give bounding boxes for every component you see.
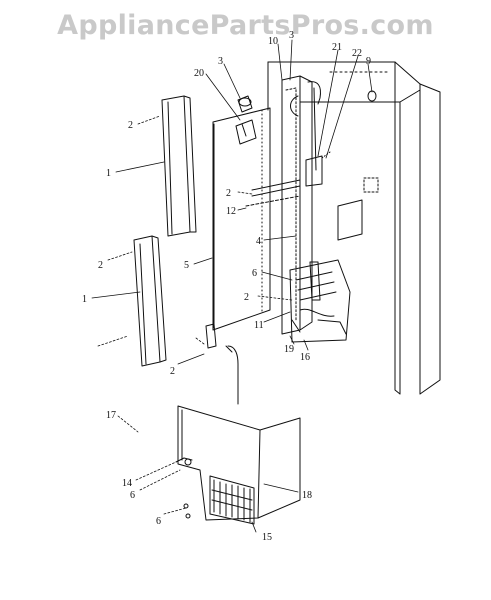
bottom-fasteners — [175, 457, 193, 519]
hook-channel — [305, 81, 323, 187]
callout-1: 1 — [82, 294, 87, 305]
callout-4: 4 — [256, 236, 261, 247]
top-hardware — [235, 90, 377, 159]
callout-11: 11 — [254, 320, 264, 331]
callout-15: 15 — [262, 532, 272, 543]
callout-17: 17 — [106, 410, 116, 421]
callout-21: 21 — [332, 42, 342, 53]
callout-2: 2 — [98, 260, 103, 271]
bracket-and-wire — [205, 323, 239, 405]
watermark-text: AppliancePartsPros.com — [57, 10, 434, 41]
callout-2: 2 — [226, 188, 231, 199]
air-duct — [281, 75, 313, 335]
callout-12: 12 — [226, 206, 236, 217]
callout-labels: 10 3 21 22 9 20 3 2 1 2 12 2 1 5 4 6 2 1… — [82, 30, 371, 543]
callout-10: 10 — [268, 36, 278, 47]
rear-panel — [212, 107, 271, 331]
callout-1: 1 — [106, 168, 111, 179]
cabinet-housing — [267, 61, 441, 395]
callout-2: 2 — [128, 120, 133, 131]
callout-9: 9 — [366, 56, 371, 67]
wall-labels — [337, 177, 379, 241]
left-strip-upper — [161, 95, 197, 237]
grille — [209, 475, 255, 525]
callout-20: 20 — [194, 68, 204, 79]
callout-6: 6 — [156, 516, 161, 527]
callout-5: 5 — [184, 260, 189, 271]
callout-16: 16 — [300, 352, 310, 363]
callout-22: 22 — [352, 48, 362, 59]
callout-3: 3 — [289, 30, 294, 41]
left-strip-lower — [133, 235, 167, 367]
support-rails — [245, 179, 301, 207]
callout-18: 18 — [302, 490, 312, 501]
callout-6: 6 — [130, 490, 135, 501]
callout-3: 3 — [218, 56, 223, 67]
callout-6: 6 — [252, 268, 257, 279]
callout-14: 14 — [122, 478, 132, 489]
machine-compartment — [289, 259, 351, 343]
lower-cover — [177, 405, 301, 521]
callout-19: 19 — [284, 344, 294, 355]
leader-lines — [91, 39, 373, 533]
callout-2: 2 — [170, 366, 175, 377]
callout-2: 2 — [244, 292, 249, 303]
